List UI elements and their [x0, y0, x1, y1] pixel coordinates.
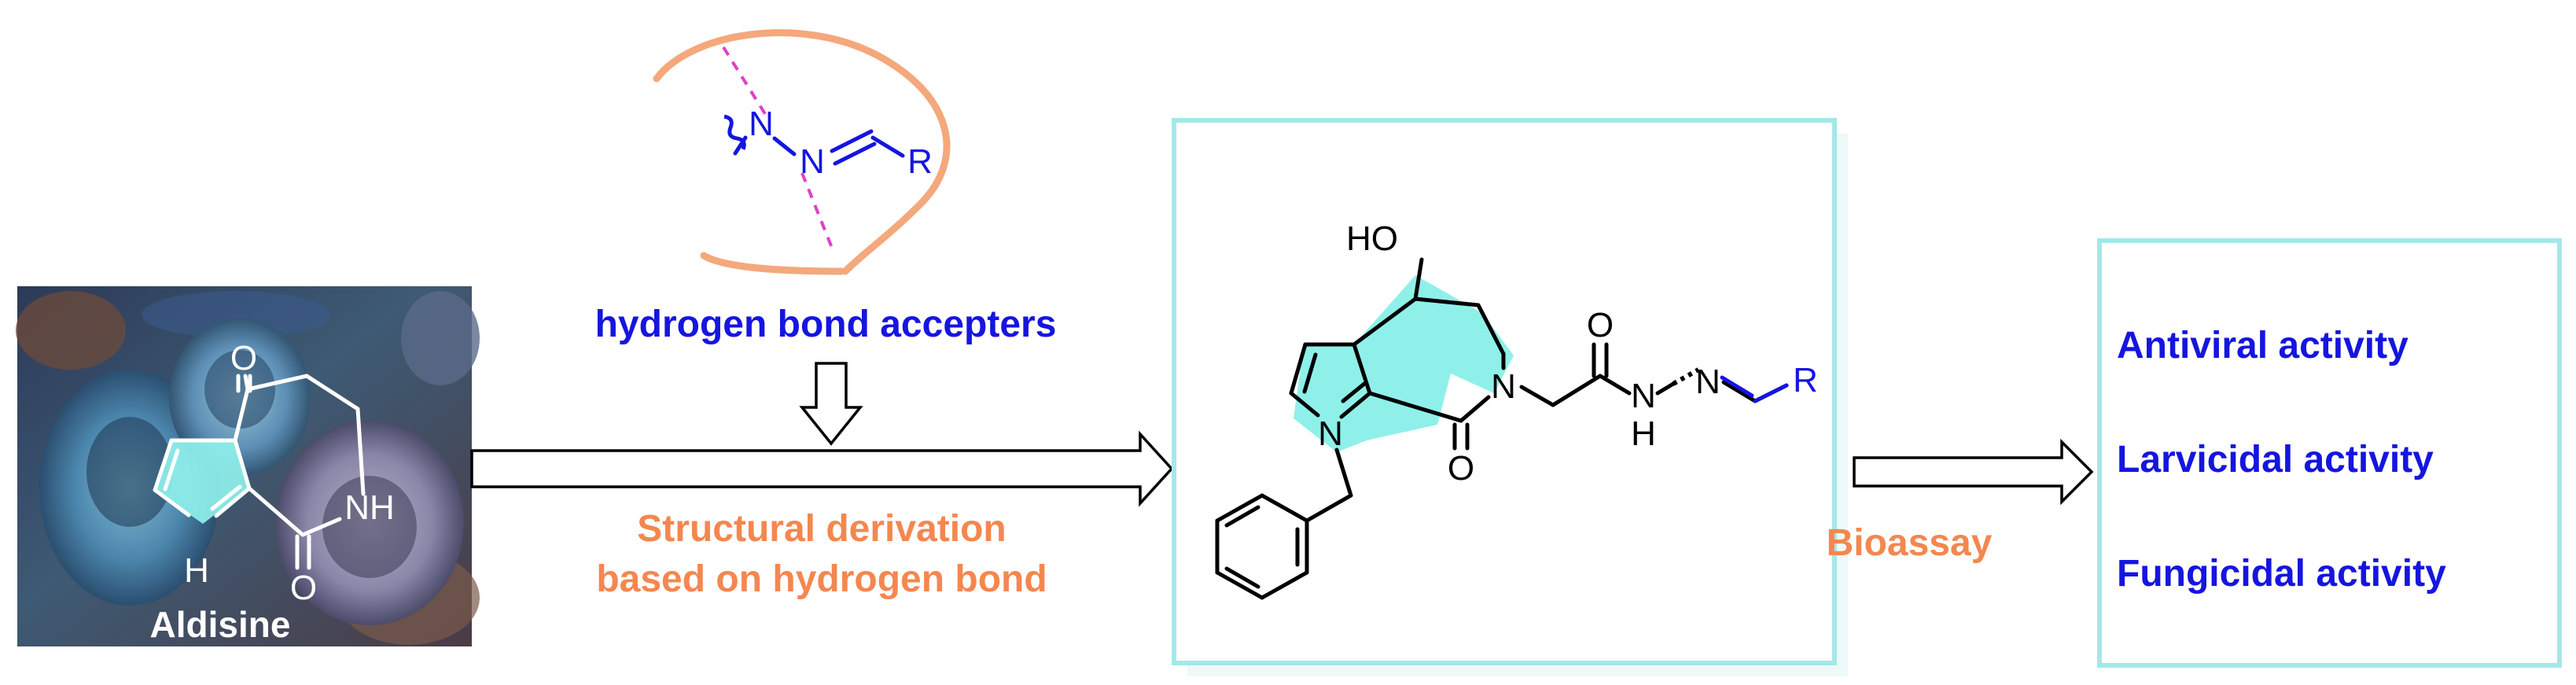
motif-atom-n2: N	[800, 142, 825, 181]
molecule-bond	[1341, 381, 1367, 403]
coral-blob	[401, 291, 480, 385]
hbond-caption: hydrogen bond accepters	[595, 304, 1057, 345]
motif-atom-n1: N	[749, 105, 774, 143]
motif-atom-r: R	[907, 142, 933, 181]
molecule-bond	[1598, 374, 1632, 396]
bioassay-label: Bioassay	[1827, 522, 1993, 564]
aldisine-atom-o-bottom: O	[290, 569, 317, 607]
aldisine-bond	[247, 486, 305, 537]
molecule-bond	[1551, 374, 1603, 407]
main-arrow: Structural derivation based on hydrogen …	[470, 430, 1174, 600]
core-highlight	[1294, 275, 1514, 452]
motif-bond	[772, 136, 797, 157]
molecule-bond	[1655, 381, 1676, 396]
motif-bond	[733, 135, 748, 156]
molecule-bond	[1352, 296, 1418, 347]
binding-pocket-outline	[653, 29, 951, 275]
molecule-atom-o-lactam: O	[1448, 449, 1474, 488]
aldisine-photo-panel: O O NH H Aldisine	[16, 286, 480, 646]
molecule-bond	[1519, 385, 1555, 407]
aldisine-bond	[233, 387, 250, 443]
molecule-bond	[1224, 505, 1260, 528]
derivation-caption-line1: Structural derivation	[637, 508, 1006, 550]
molecule-bond	[1302, 352, 1318, 394]
aldisine-name: Aldisine	[150, 604, 291, 645]
molecule-bond	[1476, 303, 1506, 356]
sea-squirt-left-opening	[86, 417, 173, 527]
molecule-bond-imine	[1720, 375, 1754, 398]
target-molecule-panel: HO N N O O N H N R	[1172, 118, 1848, 676]
aldisine-bond	[245, 374, 309, 392]
aldisine-bond	[210, 484, 242, 511]
molecule-bond	[1413, 257, 1424, 301]
molecule-bond	[1721, 380, 1757, 403]
aldisine-bond	[163, 448, 180, 492]
molecule-bond	[1334, 447, 1353, 498]
binding-pocket-outline	[700, 252, 845, 275]
molecule-bond	[1459, 395, 1491, 423]
aldisine-atom-nh: NH	[344, 488, 395, 527]
molecule-atom-n-ring: N	[1491, 367, 1516, 406]
hbond-motif: N N R hydrogen bond accepters	[595, 29, 1057, 446]
aldisine-bond	[233, 438, 252, 491]
activity-fungicidal: Fungicidal activity	[2117, 553, 2446, 595]
motif-bond	[870, 135, 905, 158]
aldisine-bond	[153, 438, 174, 492]
molecule-atom-ho: HO	[1346, 219, 1398, 258]
motif-bond	[833, 142, 877, 166]
molecule-bond-imine	[1753, 383, 1789, 403]
aldisine-bond	[243, 374, 250, 392]
coral-blob	[142, 291, 330, 338]
aldisine-pyrrole-fill	[155, 440, 249, 524]
activities-panel: Antiviral activity Larvicidal activity F…	[2097, 238, 2562, 668]
molecule-bond	[1413, 296, 1481, 308]
hbond-dash	[722, 46, 768, 118]
molecule-bond	[1352, 342, 1372, 396]
aldisine-bond	[214, 486, 252, 518]
molecule-bond	[1260, 570, 1309, 600]
bioassay-arrow-group: Bioassay	[1827, 438, 2094, 564]
motif-bond	[830, 129, 874, 153]
aldisine-bond	[300, 517, 342, 537]
aldisine-structure: O O NH H Aldisine	[150, 339, 395, 645]
aldisine-bond	[304, 374, 360, 411]
molecule-bond	[1260, 493, 1309, 523]
derivation-caption-line2: based on hydrogen bond	[596, 558, 1047, 600]
aldisine-bond	[153, 488, 191, 517]
wavy-attachment-icon	[723, 114, 746, 150]
aldisine-bond	[355, 407, 366, 496]
molecule-bond	[1215, 570, 1264, 600]
down-arrow-icon	[799, 362, 863, 446]
sea-squirt-right-opening	[322, 476, 417, 578]
molecule-bond	[1367, 391, 1463, 423]
molecule-atom-h-hydrazide: H	[1631, 414, 1656, 453]
molecule-atom-r: R	[1793, 361, 1818, 400]
molecule-bond	[1289, 342, 1308, 396]
molecule-atom-n-hydrazide: N	[1631, 377, 1656, 415]
molecule-bond	[1215, 493, 1264, 523]
molecule-bond	[1289, 391, 1320, 418]
aldisine-atom-o-top: O	[230, 339, 257, 377]
molecule-box	[1172, 118, 1837, 665]
activities-box	[2097, 238, 2562, 668]
bioassay-arrow-icon	[1853, 438, 2094, 506]
molecule-atom-n-imine: N	[1695, 363, 1720, 401]
coral-blob	[16, 291, 126, 370]
hbond-dash	[800, 172, 835, 252]
activity-larvicidal: Larvicidal activity	[2117, 439, 2434, 481]
activity-antiviral: Antiviral activity	[2117, 325, 2409, 366]
molecule-atom-n-pyrrole: N	[1318, 414, 1343, 453]
molecule-bond	[1339, 391, 1372, 419]
molecule-bond	[1305, 493, 1353, 523]
right-arrow-icon	[470, 430, 1174, 507]
molecule-bond	[1224, 566, 1260, 589]
molecule-atom-o-amide: O	[1587, 306, 1614, 344]
aldisine-atom-h: H	[184, 551, 209, 590]
